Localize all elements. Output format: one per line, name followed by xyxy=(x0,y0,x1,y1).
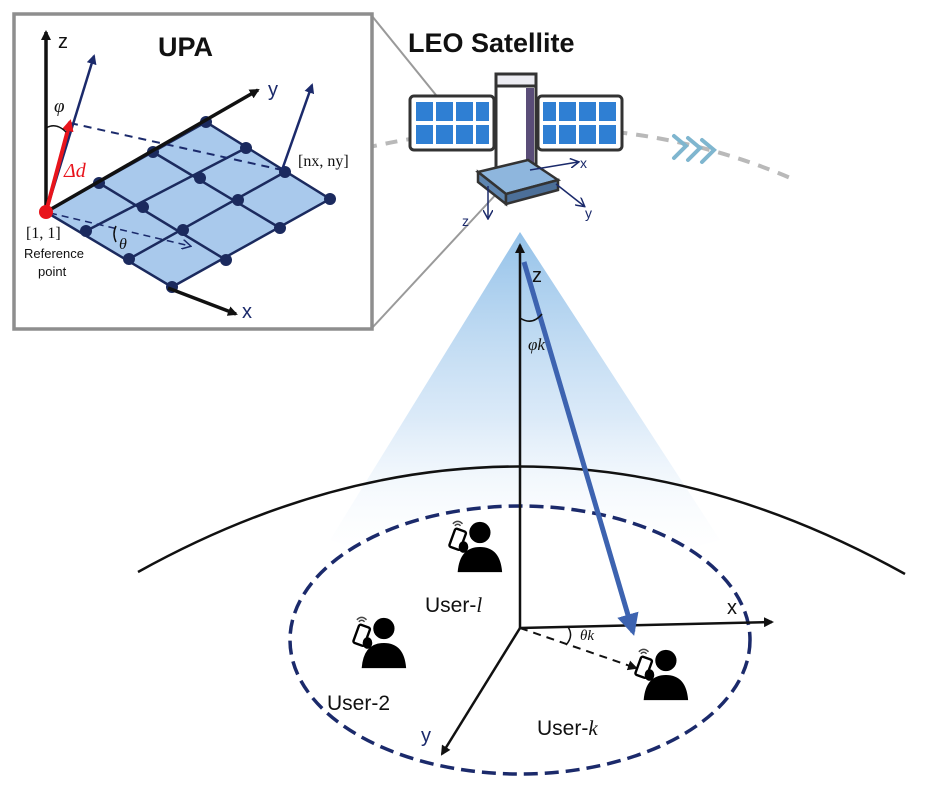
user-l-label: User-l xyxy=(425,593,482,617)
theta-k-label: θk xyxy=(580,628,594,644)
upa-y-label: y xyxy=(268,79,278,101)
ground-y-label: y xyxy=(421,725,431,747)
theta-k-arc xyxy=(565,626,572,646)
upa-reference-line1: Reference xyxy=(24,246,84,261)
upa-origin-label: [1, 1] xyxy=(26,225,61,242)
sat-y-axis xyxy=(555,183,584,206)
upa-x-axis xyxy=(167,286,238,316)
sat-x-axis xyxy=(529,162,578,171)
upa-phi-arc xyxy=(45,125,67,133)
upa-reference-line2: point xyxy=(38,264,67,279)
projection-arrow xyxy=(519,627,638,671)
sat-y-label: y xyxy=(585,205,592,221)
user-2-label: User-2 xyxy=(327,692,390,715)
upa-delta-d-arrow xyxy=(44,119,74,213)
upa-x-label: x xyxy=(242,301,252,323)
upa-z-label: z xyxy=(58,31,68,53)
upa-corner-vector xyxy=(280,83,315,171)
satellite-icon xyxy=(408,72,624,207)
reference-point xyxy=(39,205,53,219)
sat-x-label: x xyxy=(580,155,587,171)
upa-grid-lines xyxy=(85,146,286,262)
zoom-line-bottom xyxy=(371,189,501,329)
upa-y-axis xyxy=(45,88,260,214)
user-k-label: User-k xyxy=(537,716,598,740)
ground-z-label: z xyxy=(532,265,542,287)
ground-x-label: x xyxy=(727,597,737,619)
ground-y-axis xyxy=(440,627,522,756)
upa-antenna-nodes xyxy=(80,116,336,293)
sat-z-label: z xyxy=(462,213,469,229)
zoom-line-top xyxy=(371,15,441,101)
upa-theta-label: θ xyxy=(119,236,127,253)
upa-title: UPA xyxy=(158,32,213,62)
upa-delta-d-label: Δd xyxy=(63,160,87,182)
beam-cone xyxy=(330,232,720,570)
phi-k-arc xyxy=(519,313,543,322)
phi-k-label: φk xyxy=(528,335,545,354)
upa-phi-label: φ xyxy=(54,96,65,117)
leo-title: LEO Satellite xyxy=(408,28,575,58)
beam-direction-arrow xyxy=(521,261,639,636)
chevron-arrows-icon xyxy=(672,134,717,164)
upa-theta-arc xyxy=(113,225,117,243)
ground-x-axis xyxy=(519,617,774,630)
upa-corner-label: [nx, ny] xyxy=(298,153,349,170)
